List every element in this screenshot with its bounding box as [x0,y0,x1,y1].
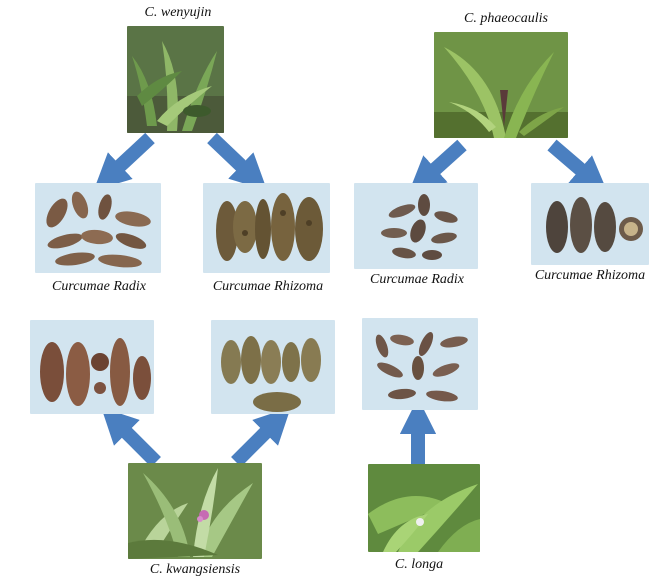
label-c-phaeocaulis: C. phaeocaulis [464,11,548,26]
product-photo-curcumae-radix-1 [35,183,161,273]
plant-photo-c-kwangsiensis [128,463,262,559]
plant-photo-c-wenyujin [127,26,224,133]
plant-photo-c-phaeocaulis [434,32,568,138]
label-curcumae-rhizoma-1: Curcumae Rhizoma [212,279,324,294]
label-curcumae-radix-1: Curcumae Radix [52,279,146,294]
product-photo-kwangsiensis-rhizoma [211,320,335,414]
label-curcumae-rhizoma-2: Curcumae Rhizoma [534,268,646,283]
product-photo-curcumae-rhizoma-2 [531,183,649,265]
arrow-phaeocaulis-to-rhizoma [547,139,608,193]
plant-photo-c-longa [368,464,480,552]
product-photo-curcumae-radix-2 [354,183,478,269]
arrow-wenyujin-to-rhizoma [207,132,268,191]
arrow-phaeocaulis-to-radix [408,139,467,194]
product-photo-longa-radix [362,318,478,410]
product-photo-curcumae-rhizoma-1 [203,183,330,273]
product-photo-kwangsiensis-radix [30,320,154,414]
label-c-wenyujin: C. wenyujin [144,5,212,20]
arrow-kwangsiensis-to-rhizoma [231,407,291,467]
label-c-longa: C. longa [394,557,444,572]
arrow-kwangsiensis-to-radix [101,407,161,467]
label-curcumae-radix-2: Curcumae Radix [370,272,464,287]
arrow-wenyujin-to-radix [93,132,155,191]
label-c-kwangsiensis: C. kwangsiensis [149,562,241,577]
